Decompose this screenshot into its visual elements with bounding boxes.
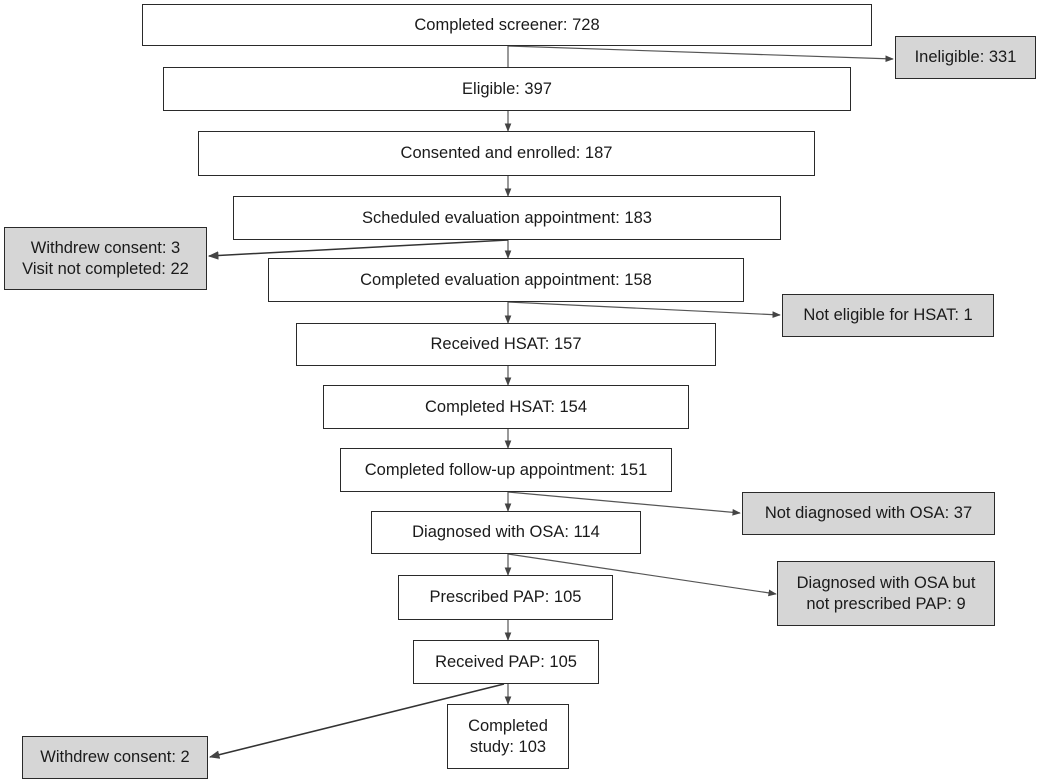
step-completed-evaluation: Completed evaluation appointment: 158 [268,258,744,302]
completed-study-line1: Completed [468,716,548,735]
step-completed-hsat: Completed HSAT: 154 [323,385,689,429]
step-eligible: Eligible: 397 [163,67,851,111]
exclusion-withdrew-consent-2: Withdrew consent: 2 [22,736,208,779]
step-completed-screener: Completed screener: 728 [142,4,872,46]
connector-to-not-diagnosed [507,491,741,516]
connector-to-not-eligible-hsat [507,301,781,318]
exclusion-ineligible: Ineligible: 331 [895,36,1036,79]
connector-to-ineligible [507,45,894,63]
completed-study-line2: study: 103 [469,737,547,756]
step-scheduled-evaluation: Scheduled evaluation appointment: 183 [233,196,781,240]
withdrew1-line2: Visit not completed: 22 [22,259,189,278]
exclusion-not-diagnosed-osa: Not diagnosed with OSA: 37 [742,492,995,535]
withdrew1-line1: Withdrew consent: 3 [30,238,181,257]
connector-to-not-prescribed [507,553,777,597]
exclusion-not-eligible-hsat: Not eligible for HSAT: 1 [782,294,994,337]
not-prescribed-line1: Diagnosed with OSA but [796,573,976,592]
step-received-hsat: Received HSAT: 157 [296,323,716,366]
not-prescribed-line2: not prescribed PAP: 9 [806,594,966,613]
step-diagnosed-osa: Diagnosed with OSA: 114 [371,511,641,554]
step-prescribed-pap: Prescribed PAP: 105 [398,575,613,620]
connector-to-withdrew2 [208,683,505,759]
step-received-pap: Received PAP: 105 [413,640,599,684]
connector-to-withdrew1 [207,239,509,260]
step-completed-study: Completed study: 103 [447,704,569,769]
exclusion-withdrew-visit-not-completed: Withdrew consent: 3 Visit not completed:… [4,227,207,290]
step-consented-enrolled: Consented and enrolled: 187 [198,131,815,176]
step-completed-followup: Completed follow-up appointment: 151 [340,448,672,492]
exclusion-not-prescribed-pap: Diagnosed with OSA but not prescribed PA… [777,561,995,626]
